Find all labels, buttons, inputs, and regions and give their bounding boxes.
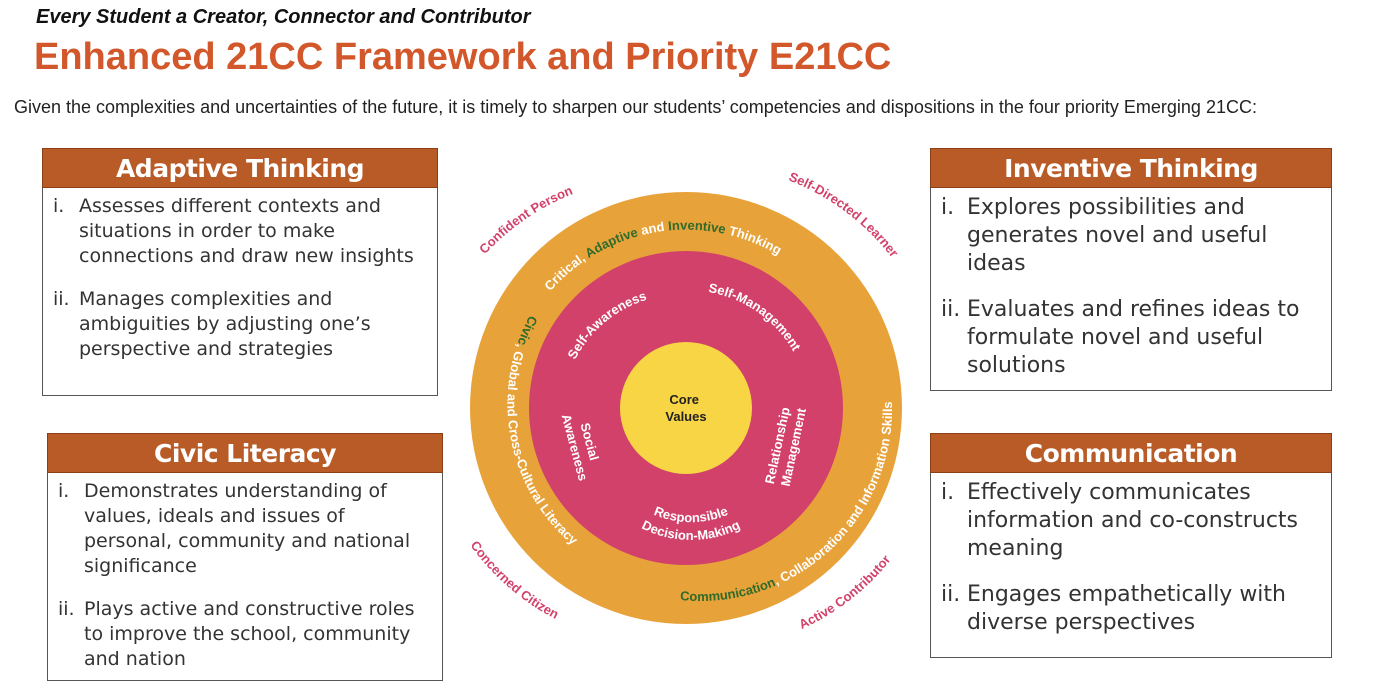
civic-literacy-heading: Civic Literacy: [47, 433, 443, 473]
framework-wheel: Core Values Critical, Adaptive and Inven…: [470, 170, 902, 632]
intro-text: Given the complexities and uncertainties…: [14, 97, 1257, 117]
communication-card: Communication i.Effectively communicates…: [930, 433, 1332, 658]
civic-literacy-card: Civic Literacy i.Demonstrates understand…: [47, 433, 443, 681]
list-item: ii.Engages empathetically with diverse p…: [941, 582, 1286, 635]
page-title: Enhanced 21CC Framework and Priority E21…: [34, 36, 892, 78]
list-item: ii.Evaluates and refines ideas to formul…: [941, 297, 1300, 378]
inventive-thinking-card: Inventive Thinking i.Explores possibilit…: [930, 148, 1332, 391]
list-item: i.Assesses different contexts and situat…: [53, 195, 414, 267]
core-label: Core Values: [665, 392, 706, 424]
inner-responsible-decision-making-1: Responsible: [652, 503, 730, 525]
list-item: ii.Plays active and constructive roles t…: [58, 598, 415, 670]
list-item: ii.Manages complexities and ambiguities …: [53, 288, 371, 360]
communication-heading: Communication: [930, 433, 1332, 473]
list-item: i.Effectively communicates information a…: [941, 480, 1299, 561]
inner-relationship-management: Relationship Management: [762, 402, 809, 488]
civic-literacy-body: i.Demonstrates understanding of values, …: [47, 473, 443, 681]
inventive-thinking-body: i.Explores possibilities and generates n…: [930, 188, 1332, 391]
adaptive-thinking-card: Adaptive Thinking i.Assesses different c…: [42, 148, 438, 396]
adaptive-thinking-body: i.Assesses different contexts and situat…: [42, 188, 438, 396]
list-item: i.Explores possibilities and generates n…: [941, 195, 1268, 276]
inventive-thinking-heading: Inventive Thinking: [930, 148, 1332, 188]
list-item: i.Demonstrates understanding of values, …: [58, 480, 411, 577]
framework-subtitle: Every Student a Creator, Connector and C…: [36, 6, 531, 28]
adaptive-thinking-heading: Adaptive Thinking: [42, 148, 438, 188]
core-circle: [620, 342, 752, 474]
communication-body: i.Effectively communicates information a…: [930, 473, 1332, 658]
